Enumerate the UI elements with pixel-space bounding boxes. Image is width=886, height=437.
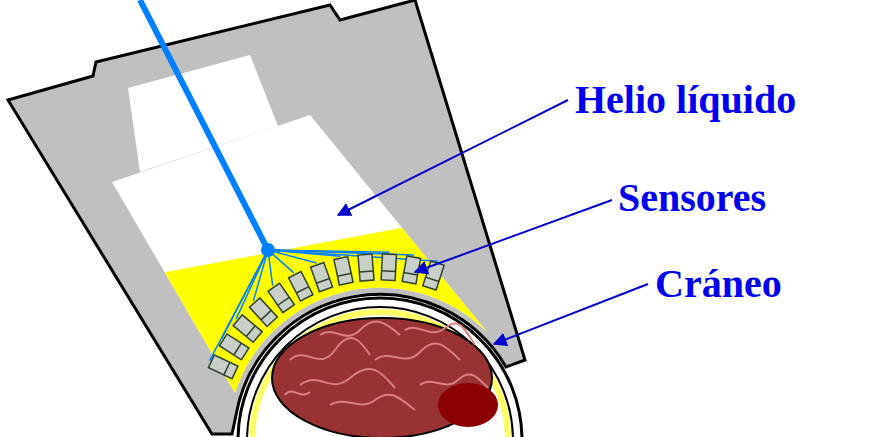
sensor-coil: [249, 298, 277, 327]
part-label: Cráneo: [655, 262, 782, 306]
sensor-coil: [358, 254, 374, 281]
sensor-coil: [402, 256, 420, 284]
leader-arrow: [415, 200, 612, 272]
leader-arrow: [494, 284, 648, 344]
sensor-wire: [253, 250, 268, 301]
head: [238, 298, 522, 437]
sensor-coil: [311, 263, 333, 292]
part-label: Helio líquido: [575, 78, 796, 122]
sensor-coil: [334, 257, 353, 285]
cable-rod: [140, 0, 268, 250]
sensor-coil: [233, 315, 262, 342]
wire-hub: [261, 243, 275, 257]
sensor-coil: [208, 355, 237, 379]
sensor-coil: [219, 334, 248, 360]
sensor-coil: [268, 283, 294, 312]
leader-arrow: [338, 100, 568, 215]
liquid-helium: [100, 215, 700, 437]
sensor-coil: [381, 254, 396, 281]
part-label: Sensores: [618, 176, 766, 220]
sensor-coil: [289, 271, 313, 301]
